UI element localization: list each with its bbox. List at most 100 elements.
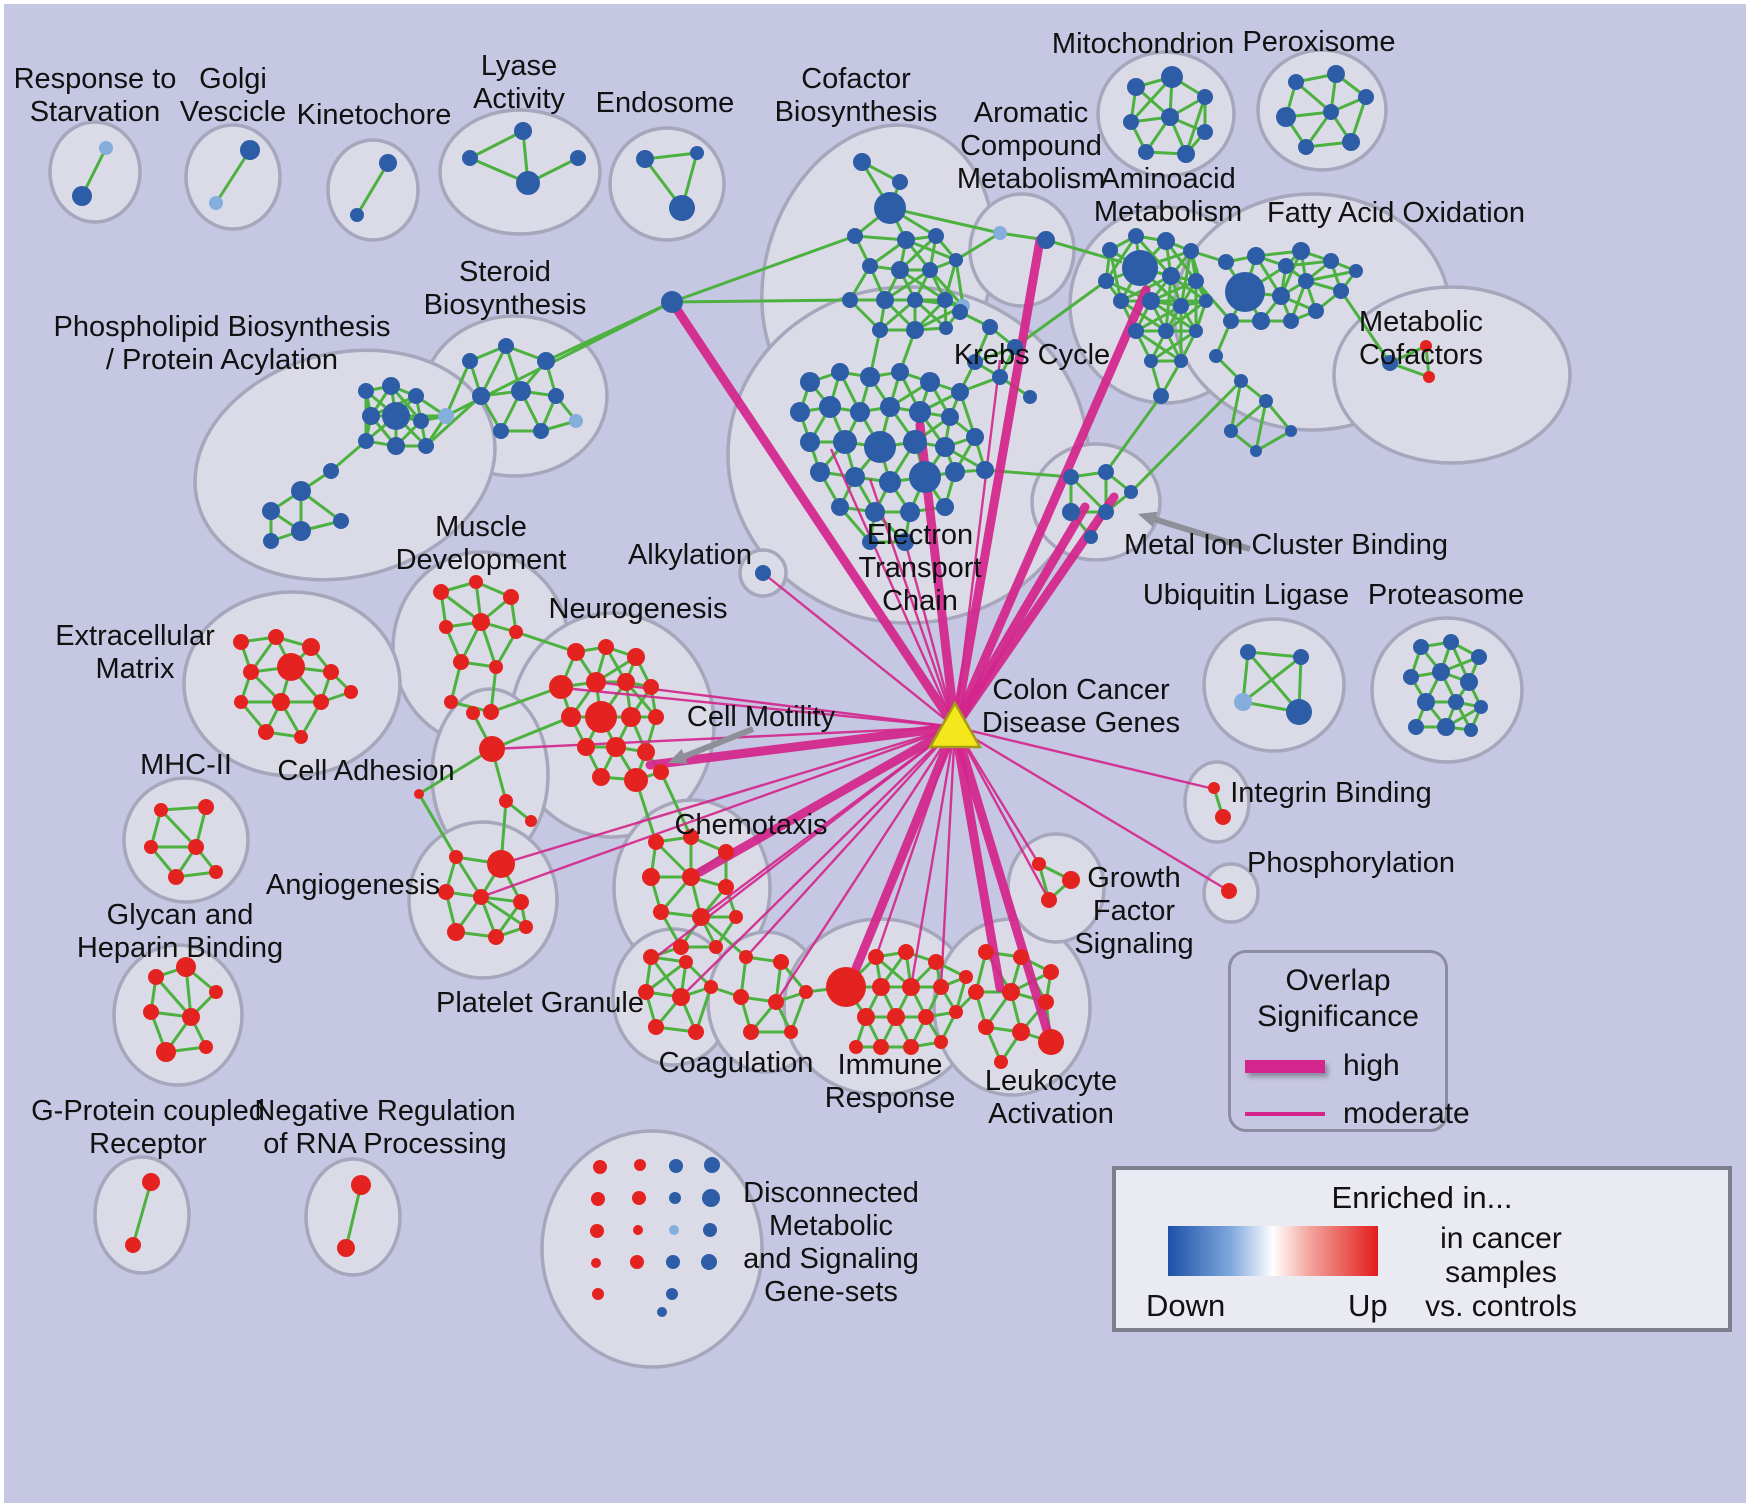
gene-set-node (692, 908, 710, 926)
gene-set-node (1037, 231, 1055, 249)
gene-set-node (473, 889, 489, 905)
inter-cluster-edge (417, 793, 458, 858)
gene-set-edge (1069, 475, 1108, 514)
gene-set-node (636, 150, 654, 168)
pointer-arrow-head (668, 748, 688, 764)
gene-set-node (333, 513, 349, 529)
gene-set-node (679, 955, 693, 969)
moderate-significance-label: moderate (1343, 1097, 1470, 1130)
gene-set-node (1007, 339, 1023, 355)
gene-set-node (209, 985, 223, 999)
gene-set-node (872, 322, 888, 338)
gene-set-node (593, 1160, 607, 1174)
gene-set-node (1162, 267, 1180, 285)
gene-set-node (868, 949, 884, 965)
gene-set-node (790, 402, 810, 422)
gene-set-node (729, 910, 743, 924)
gene-set-node (99, 141, 113, 155)
gene-set-node (918, 1009, 934, 1025)
gene-set-node (669, 1225, 679, 1235)
gene-set-node (903, 1039, 919, 1055)
gene-set-node (243, 664, 259, 680)
gene-set-node (511, 381, 531, 401)
overlap-edge-moderate (953, 359, 1002, 728)
gene-set-node (1308, 303, 1324, 319)
high-significance-line-swatch (1245, 1059, 1325, 1073)
label-platelet-granule: Platelet Granule (436, 987, 644, 1019)
gene-set-node (1413, 639, 1429, 655)
gene-set-node (323, 463, 339, 479)
gene-set-node (233, 634, 249, 650)
label-alkylation: Alkylation (628, 539, 752, 571)
gene-set-node (358, 433, 374, 449)
gene-set-node (1215, 809, 1231, 825)
label-endosome: Endosome (596, 87, 735, 119)
gene-set-node (1403, 669, 1419, 685)
gene-set-node (1250, 445, 1262, 457)
gene-set-node (831, 498, 849, 516)
gene-set-node (666, 1288, 678, 1300)
gene-set-node (1293, 649, 1309, 665)
gene-set-node (277, 653, 305, 681)
gene-set-node (800, 372, 820, 392)
gene-set-node (379, 154, 397, 172)
gene-set-node (519, 920, 533, 934)
gene-set-node (125, 1237, 141, 1253)
gene-set-node (1448, 694, 1464, 710)
gene-set-node (472, 387, 490, 405)
gene-set-node (462, 353, 478, 369)
gene-set-node (514, 122, 532, 140)
gene-set-node (648, 1019, 664, 1035)
gene-set-node (1127, 78, 1145, 96)
gene-set-node (1286, 699, 1312, 725)
overlap-edge-high (950, 722, 1005, 993)
gene-set-node (617, 673, 635, 691)
gene-set-edge (214, 149, 252, 204)
gene-set-node (598, 639, 614, 655)
gene-set-node (733, 989, 749, 1005)
gene-set-node (1189, 324, 1203, 338)
gene-set-node (209, 196, 223, 210)
gene-set-node (291, 521, 311, 541)
gene-set-node (768, 994, 784, 1010)
cluster-endosome (608, 126, 726, 242)
gene-set-node (498, 338, 514, 354)
gene-set-node (1002, 983, 1020, 1001)
legend-overlap-title-line1: Overlap (1285, 964, 1391, 997)
gene-set-node (847, 228, 863, 244)
label-coagulation: Coagulation (659, 1047, 814, 1079)
inter-cluster-edge (700, 915, 747, 959)
gene-set-node (1128, 228, 1144, 244)
gene-set-edge (645, 960, 687, 994)
enrichment-note-line2: samples (1445, 1256, 1557, 1289)
gene-set-node (1272, 287, 1290, 305)
gene-set-node (182, 1008, 200, 1026)
gene-set-node (864, 431, 896, 463)
gene-set-node (590, 1224, 604, 1238)
gene-set-node (408, 388, 424, 404)
overlap-edge-moderate (939, 726, 957, 988)
gene-set-node (1288, 74, 1304, 90)
cluster-disconnected-gene-sets (540, 1129, 764, 1369)
pointer-arrow-shaft (676, 726, 755, 763)
gene-set-node (906, 321, 924, 339)
gene-set-node (1157, 232, 1175, 250)
overlap-moderate-row: moderate (1245, 1097, 1470, 1131)
overlap-edge-moderate (868, 478, 957, 728)
gene-set-node (606, 737, 626, 757)
gene-set-node (1252, 312, 1270, 330)
gene-set-node (313, 694, 329, 710)
gene-set-node (294, 730, 308, 744)
gene-set-node (634, 1159, 646, 1171)
label-phospholipid-biosynthesis: Phospholipid Biosynthesis/ Protein Acyla… (54, 311, 391, 376)
gene-set-edge (1230, 399, 1267, 433)
gene-set-node (1128, 323, 1144, 339)
gene-set-node (1023, 390, 1037, 404)
